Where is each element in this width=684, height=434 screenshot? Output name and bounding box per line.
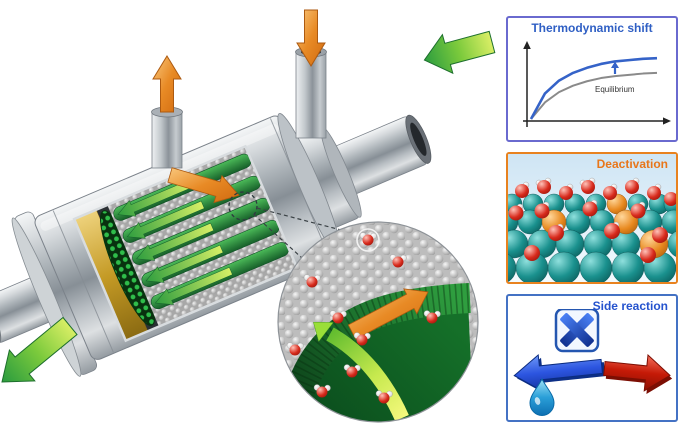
membrane-wall-texture [278,283,471,422]
product-out-arrow [1,316,78,383]
equilibrium-curve [530,71,658,120]
zoom-inset-border [277,221,479,423]
x-axis [523,117,671,125]
molecule-highlight-ring [356,228,380,252]
shift-up-arrow [611,61,619,74]
water-droplet-icon [529,377,555,416]
sweep-out-arrow [152,55,182,113]
reverse-arrow-red-icon [603,353,673,395]
oxygen-atoms [508,177,676,263]
x-symbol-icon [554,309,600,353]
teal-atoms [508,193,676,282]
deactivation-title: Deactivation [596,157,668,171]
thermo-chart: Equilibrium [523,41,671,127]
panel-side-reaction: Side reaction [506,294,678,422]
zoom-inset [278,222,478,422]
sweep-nozzle-left [151,106,183,169]
permeate-flow-arrow [313,321,409,422]
forward-arrow-blue-icon [513,353,606,394]
thermo-title: Thermodynamic shift [531,21,653,35]
equilibrium-label: Equilibrium [595,85,635,94]
membrane-tube-interior [290,300,474,422]
sweep-in-arrow [296,9,326,67]
inset-permeation-arrow [347,288,429,340]
y-axis [523,41,531,127]
side-reaction-title: Side reaction [592,299,668,313]
water-molecules [286,232,441,404]
cutaway [72,144,299,343]
feed-in-arrow [423,30,496,75]
reactor-right-shaft [332,114,432,195]
zoom-marker-circle [228,191,258,221]
cutaway-rim [72,144,299,343]
catalyst-surface-illustration [508,154,676,282]
side-reaction-icons [513,309,673,416]
reactor-figure [0,9,496,423]
internal-flow-arrow [167,167,240,204]
panel-thermodynamic-shift: Thermodynamic shift Equilibrium [506,16,678,142]
membrane-tube-arrows [117,178,233,305]
panel-deactivation: Deactivation [506,152,678,284]
shift-curve [529,56,658,120]
